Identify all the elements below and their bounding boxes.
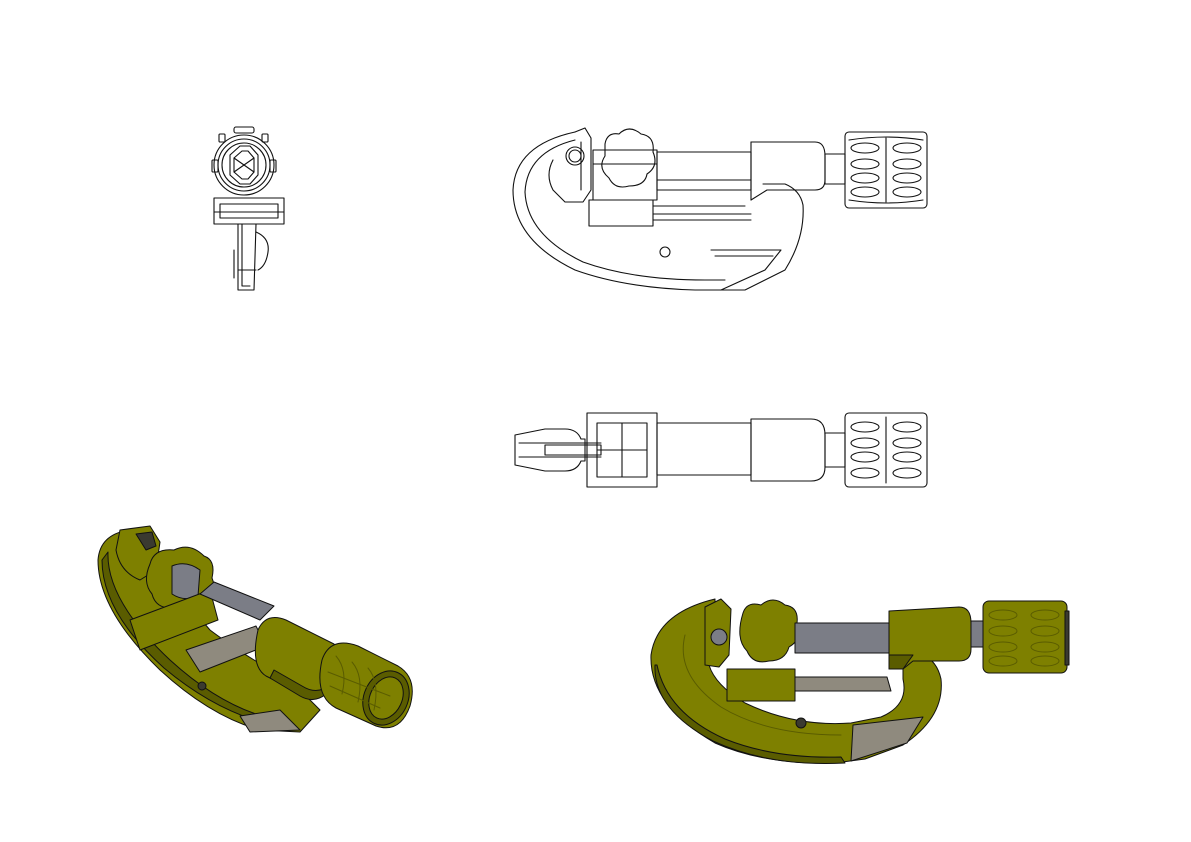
end-view (200, 120, 300, 300)
top-view (505, 405, 945, 495)
isometric-view-right (645, 595, 1075, 770)
isometric-view-left (90, 520, 430, 750)
front-view (505, 120, 945, 295)
